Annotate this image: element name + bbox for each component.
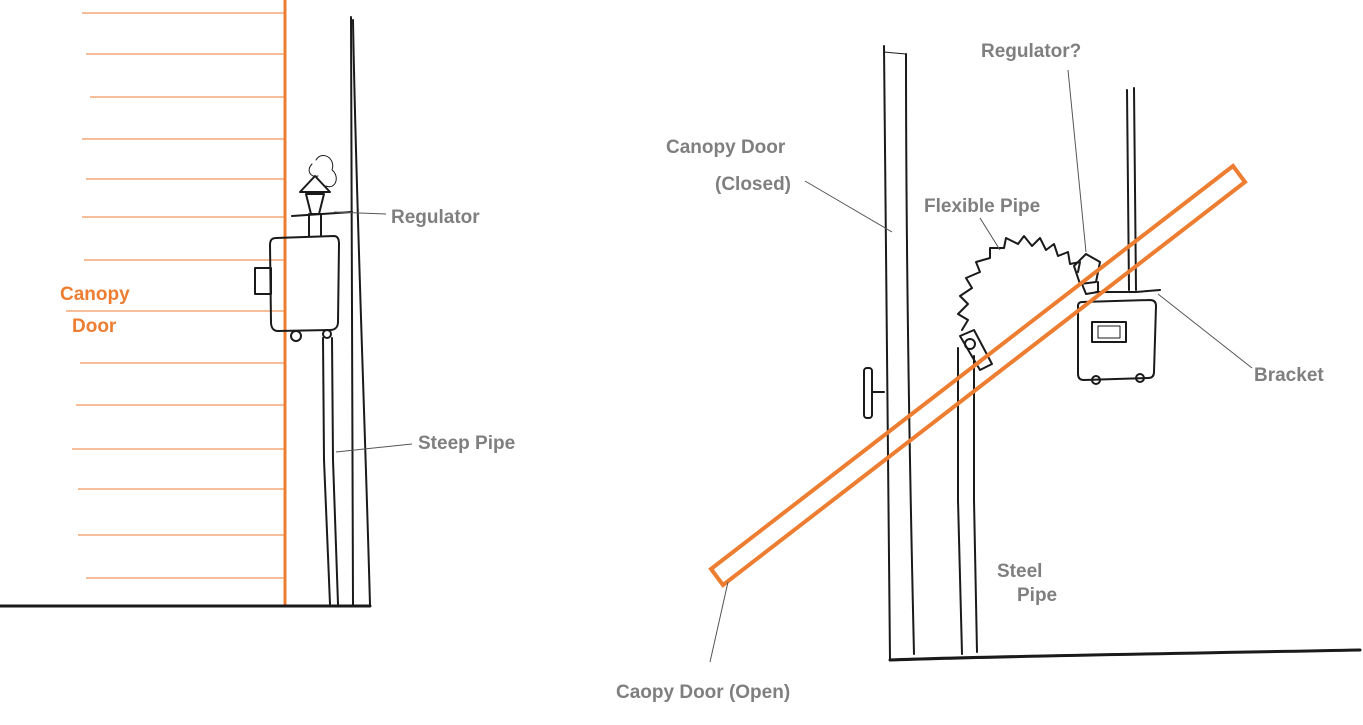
right-canopy-door-open-leader: [709, 581, 729, 663]
left-meter-box: [254, 235, 340, 342]
right-steel-pipe-label-line1: Steel: [997, 561, 1042, 582]
right-steel-pipe: [957, 347, 978, 655]
right-canopy-door-open-label: Caopy Door (Open): [616, 682, 790, 703]
right-flexible-pipe-label: Flexible Pipe: [924, 196, 1040, 217]
right-bracket: [1095, 289, 1161, 293]
right-ground-line: [888, 648, 1362, 662]
right-wall-post: [1126, 87, 1137, 291]
right-flexible-pipe-leader: [979, 217, 1001, 251]
left-regulator: [299, 155, 337, 237]
right-canopy-door-closed-label-line1: Canopy Door: [666, 137, 786, 158]
right-door-handle: [863, 367, 885, 419]
right-bracket-label: Bracket: [1254, 365, 1324, 386]
right-bracket-leader: [1157, 293, 1253, 369]
right-flexible-pipe: [957, 235, 1081, 331]
right-steel-pipe-label-line2: Pipe: [1017, 585, 1057, 606]
left-steel-pipe: [322, 337, 339, 605]
right-pipe-fitting: [959, 329, 993, 371]
left-view: Regulator Canopy Door Steep Pipe: [0, 0, 515, 608]
left-steep-pipe-leader: [335, 443, 413, 453]
right-pipe-fitting-nut: [964, 338, 976, 350]
left-regulator-label: Regulator: [391, 207, 480, 228]
right-meter-box: [1077, 299, 1157, 385]
right-canopy-door-closed: [883, 45, 915, 661]
right-canopy-door-closed-leader: [804, 180, 893, 233]
right-canopy-door-open: [708, 163, 1248, 588]
right-regulator-label: Regulator?: [981, 41, 1081, 62]
left-wall-post: [350, 16, 371, 606]
left-canopy-door-label-line2: Door: [72, 316, 117, 337]
left-steep-pipe-label: Steep Pipe: [418, 433, 515, 454]
right-regulator-leader: [1067, 69, 1087, 253]
right-view: Canopy Door (Closed) Regulator? Flexible…: [616, 41, 1362, 703]
left-canopy-door-siding: [66, 12, 284, 579]
left-regulator-leader: [333, 211, 387, 215]
left-canopy-door-label-line1: Canopy: [60, 284, 130, 305]
right-canopy-door-closed-label-line2: (Closed): [715, 174, 791, 195]
